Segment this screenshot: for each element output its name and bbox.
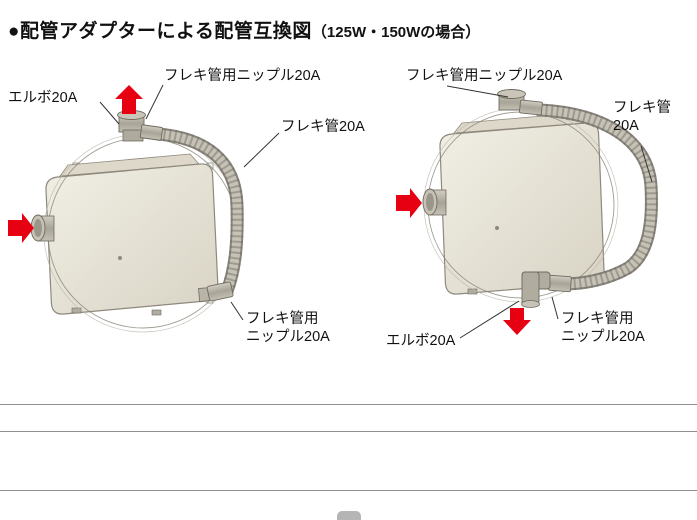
flow-arrow-right-icon [8,213,34,243]
label-flex-pipe-right: フレキ管 20A [613,99,671,135]
leader-lines-right [446,85,653,339]
label-elbow-right: エルボ20A [386,333,456,349]
label-line-1: フレキ管用 [561,311,634,327]
inlet-flange-right [422,188,447,216]
piping-diagram-illustration [8,84,658,339]
divider-line-2 [0,431,697,432]
divider-line-3 [0,490,697,491]
flow-arrow-down-icon [503,308,531,335]
title-note: （125W・150Wの場合） [311,24,481,41]
flex-pipe-left [151,127,244,298]
diagram-left-illustration [8,84,280,333]
divider-line-1 [0,404,697,405]
nipple-fitting-top-right [497,89,543,116]
label-line-1: フレキ管用 [246,311,319,327]
diagram-area: エルボ20A フレキ管用ニップル20A フレキ管20A フレキ管用 ニップル20… [0,58,697,418]
elbow-fitting-bottom-right [521,271,551,308]
label-flex-pipe-left: フレキ管20A [281,119,365,135]
flow-arrow-right-icon [396,188,422,218]
nipple-fitting-bottom-left [198,281,234,302]
label-elbow-left: エルボ20A [8,90,78,106]
label-nipple-bottom-left: フレキ管用 ニップル20A [246,310,330,346]
flow-arrow-up-icon [115,85,143,114]
label-line-2: ニップル20A [246,329,330,345]
diagram-right-illustration [396,85,658,339]
leader-lines-left [99,84,280,321]
title-text: ●配管アダプターによる配管互換図 [8,21,312,42]
flex-pipe-right [533,103,658,291]
label-line-2: 20A [613,118,639,134]
label-nipple-bottom-right: フレキ管用 ニップル20A [561,310,645,346]
elbow-fitting-top-left [117,110,163,142]
label-nipple-top-left: フレキ管用ニップル20A [164,68,321,84]
nipple-fitting-bottom-right [548,274,572,293]
label-line-2: ニップル20A [561,329,645,345]
pump-body-left [45,153,219,316]
pump-body-right [439,112,605,295]
page-title: ●配管アダプターによる配管互換図（125W・150Wの場合） [8,16,480,43]
label-nipple-top-right: フレキ管用ニップル20A [406,68,563,84]
label-line-1: フレキ管 [613,100,671,116]
inlet-flange-left [30,214,55,242]
bottom-tab [337,511,361,520]
